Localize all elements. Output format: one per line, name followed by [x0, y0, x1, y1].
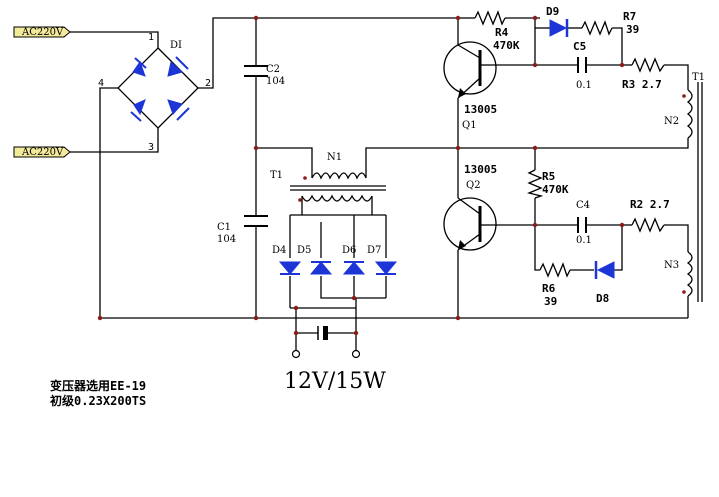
junction-dots	[97, 15, 625, 336]
r4-name: R4	[495, 26, 509, 39]
bridge-pin-2: 2	[205, 78, 211, 89]
c4-name: C4	[576, 200, 590, 211]
q1-part: 13005	[464, 103, 497, 116]
resistor-r6: R6 39	[539, 262, 571, 308]
c5-name: C5	[573, 40, 586, 53]
diode-d8: D8	[594, 261, 615, 305]
r6-name: R6	[542, 282, 556, 295]
c5-value: 0.1	[576, 80, 592, 91]
r3-label: R3 2.7	[622, 78, 662, 91]
resistor-r7: R7 39	[581, 10, 639, 36]
capacitor-c4: C4 0.1	[576, 200, 592, 246]
output-diodes: D4 D5 D6 D7	[272, 245, 398, 275]
resistor-r2: R2 2.7	[630, 198, 670, 233]
r2-label: R2 2.7	[630, 198, 670, 211]
c4-value: 0.1	[576, 235, 592, 246]
d8-label: D8	[596, 292, 609, 305]
d9-label: D9	[546, 5, 559, 18]
n1-label: N1	[327, 152, 342, 163]
r6-value: 39	[544, 295, 557, 308]
bridge-pin-3: 3	[148, 142, 154, 153]
transistor-q1: 13005 Q1	[443, 41, 497, 131]
bridge-pin-4: 4	[98, 78, 104, 89]
transformer-note-line2: 初级0.23X200TS	[50, 393, 146, 408]
r5-name: R5	[542, 170, 555, 183]
bridge-label: DI	[170, 40, 182, 51]
t1-left-label: T1	[270, 170, 283, 181]
r4-value: 470K	[493, 39, 520, 52]
r7-value: 39	[626, 23, 639, 36]
c2-value: 104	[266, 76, 285, 87]
c2-name: C2	[266, 64, 280, 75]
n3-label: N3	[664, 260, 679, 271]
output-terminal-positive	[351, 349, 361, 359]
ac-input-bottom: AC220V	[13, 146, 71, 158]
output-terminal-negative	[291, 349, 301, 359]
q2-name: Q2	[466, 180, 481, 191]
capacitor-c5: C5 0.1	[573, 40, 592, 91]
d5-label: D5	[297, 245, 311, 256]
ac-input-bottom-label: AC220V	[21, 147, 64, 158]
d4-label: D4	[272, 245, 286, 256]
output-rating-title: 12V/15W	[284, 369, 386, 394]
d6-label: D6	[342, 245, 356, 256]
capacitor-c1: C1 104	[217, 215, 268, 245]
d7-label: D7	[367, 245, 381, 256]
c1-value: 104	[217, 234, 236, 245]
resistor-r5: R5 470K	[526, 169, 569, 199]
ac-input-top-label: AC220V	[21, 27, 64, 38]
output-capacitor	[317, 326, 328, 340]
r5-value: 470K	[542, 183, 569, 196]
transformer-t1-windings: T1 N2 N3	[664, 72, 705, 302]
q2-part: 13005	[464, 163, 497, 176]
diode-d9: D9	[546, 5, 569, 37]
bridge-rectifier: DI 1 2 3 4	[98, 32, 211, 153]
n2-label: N2	[664, 116, 679, 127]
q1-name: Q1	[462, 120, 477, 131]
t1-right-label: T1	[692, 72, 705, 83]
c1-name: C1	[217, 222, 231, 233]
transistor-q2: 13005 Q2	[443, 163, 497, 251]
r7-name: R7	[623, 10, 636, 23]
resistor-r4: R4 470K	[474, 10, 520, 52]
transformer-note-line1: 变压器选用EE-19	[50, 378, 146, 393]
resistor-r3: R3 2.7	[622, 57, 665, 91]
ac-input-top: AC220V	[13, 26, 71, 38]
bridge-pin-1: 1	[148, 32, 154, 43]
transformer-t1: N1 T1	[270, 152, 386, 202]
capacitor-c2: C2 104	[244, 64, 285, 87]
